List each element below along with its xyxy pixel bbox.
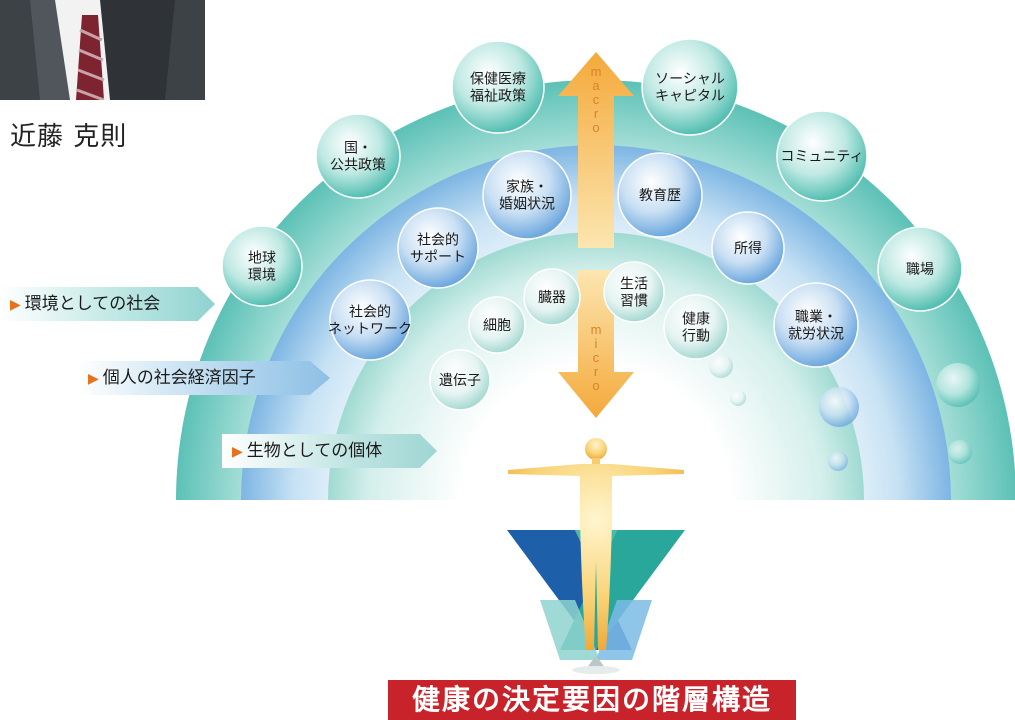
bubble-national-public-policy-circle [315,113,401,199]
bubble-cells-label: 細胞 [483,318,511,334]
bubble-lifestyle-habits-circle [603,261,665,323]
tag-socioeconomic-label: 個人の社会経済因子 [102,368,256,388]
bubble-organs-circle [523,268,581,326]
bubble-social-capital: ソーシャルキャピタル [641,38,739,136]
bubble-family-marital-status-circle [482,150,572,240]
bubble-earth-environment-label: 地球環境 [248,251,276,284]
bubble-social-network-label: 社会的ネットワーク [328,305,412,338]
bubble-community-circle [776,110,868,202]
bubble-workplace: 職場 [877,226,963,312]
bubble-workplace-circle [877,226,963,312]
bubble-national-public-policy: 国・公共政策 [315,113,401,199]
portrait-photo [0,0,205,100]
bubble-occupation-employment: 職業・就労状況 [773,282,859,368]
bubble-organs-label: 臓器 [538,290,566,306]
bubble-health-welfare-policy: 保健医療福祉政策 [451,40,545,134]
bubble-genes-label: 遺伝子 [439,373,481,389]
bubble-education: 教育歴 [617,152,703,238]
bubble-occupation-employment-circle [773,282,859,368]
bubble-social-capital-circle [641,38,739,136]
bubble-genes-circle [429,349,491,411]
tag-biological: ▶生物としての個体 [222,434,437,468]
bubble-social-support: 社会的サポート [397,207,479,289]
tag-environment-label: 環境としての社会 [24,294,161,314]
bubble-national-public-policy-label: 国・公共政策 [330,141,386,174]
tag-socioeconomic: ▶個人の社会経済因子 [78,361,330,395]
triangle-marker-icon: ▶ [10,297,21,313]
bubble-workplace-label: 職場 [906,262,934,278]
triangle-marker-icon: ▶ [88,371,99,387]
bubble-earth-environment: 地球環境 [221,225,303,307]
bubble-social-capital-label: ソーシャルキャピタル [655,72,725,105]
bubble-social-support-label: 社会的サポート [410,233,466,266]
bubble-health-behavior: 健康行動 [663,294,729,360]
bubble-genes: 遺伝子 [429,349,491,411]
decorative-bubbles [709,354,980,471]
bubble-education-label: 教育歴 [639,188,681,204]
bubble-community-label: コミュニティ [780,149,863,165]
bubble-income-circle [711,211,785,285]
bubble-income-label: 所得 [734,240,762,257]
bubble-health-behavior-label: 健康行動 [682,311,710,345]
portrait-illustration [0,0,205,100]
human-figure [507,438,685,674]
bubble-organs: 臓器 [523,268,581,326]
bubble-lifestyle-habits-label: 生活習慣 [620,277,648,310]
bubble-health-welfare-policy-circle [451,40,545,134]
person-name: 近藤 克則 [10,122,128,152]
bubble-family-marital-status-label: 家族・婚姻状況 [499,179,555,213]
bubble-cells-circle [468,296,526,354]
bubble-cells: 細胞 [468,296,526,354]
bubble-community: コミュニティ [776,110,868,202]
tag-biological-label: 生物としての個体 [246,441,383,461]
bubble-lifestyle-habits: 生活習慣 [603,261,665,323]
bubble-social-network: 社会的ネットワーク [328,279,412,361]
bubble-health-welfare-policy-label: 保健医療福祉政策 [470,71,526,105]
bubble-social-network-circle [329,279,411,361]
bubble-education-circle [617,152,703,238]
bubble-family-marital-status: 家族・婚姻状況 [482,150,572,240]
bubble-income: 所得 [711,211,785,285]
bubble-earth-environment-circle [221,225,303,307]
tag-environment: ▶環境としての社会 [0,287,215,321]
triangle-marker-icon: ▶ [232,444,243,460]
bubble-social-support-circle [397,207,479,289]
bubble-health-behavior-circle [663,294,729,360]
bubble-occupation-employment-label: 職業・就労状況 [788,310,844,343]
diagram-caption: 健康の決定要因の階層構造 [388,680,796,720]
